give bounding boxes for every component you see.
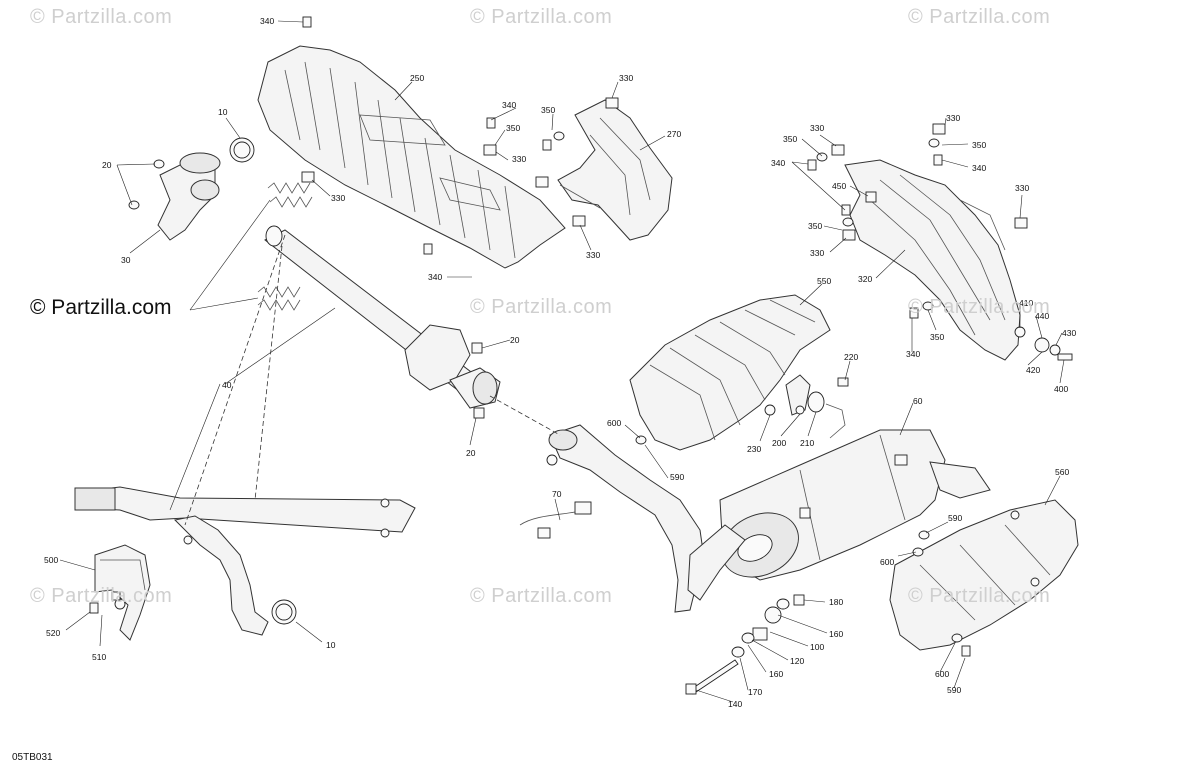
watermark: © Partzilla.com [908, 585, 1051, 607]
callout-340: 340 [972, 163, 986, 173]
callout-30: 30 [121, 255, 131, 265]
watermark: © Partzilla.com [30, 6, 173, 28]
callout-20: 20 [466, 448, 476, 458]
gasket-10-bottom[interactable] [271, 599, 297, 625]
callout-100: 100 [810, 642, 824, 652]
callout-330: 330 [331, 193, 345, 203]
callout-20: 20 [102, 160, 112, 170]
callout-350: 350 [541, 105, 555, 115]
callout-200: 200 [772, 438, 786, 448]
callout-170: 170 [748, 687, 762, 697]
exhaust-pipe-lower[interactable] [74, 486, 416, 636]
heat-shield-250[interactable] [257, 45, 566, 269]
callout-560: 560 [1055, 467, 1069, 477]
watermark: © Partzilla.com [470, 585, 613, 607]
callout-160: 160 [769, 669, 783, 679]
callout-430: 430 [1062, 328, 1076, 338]
oxygen-sensor-70[interactable] [519, 501, 592, 539]
watermark: © Partzilla.com [30, 585, 173, 607]
callout-340: 340 [771, 158, 785, 168]
heat-shield-320[interactable] [844, 159, 1021, 361]
exhaust-pipe-upper[interactable] [264, 225, 501, 409]
callout-40: 40 [222, 380, 232, 390]
callout-330: 330 [512, 154, 526, 164]
callout-350: 350 [506, 123, 520, 133]
callout-340: 340 [260, 16, 274, 26]
callout-590: 590 [670, 472, 684, 482]
callout-350: 350 [930, 332, 944, 342]
callout-230: 230 [747, 444, 761, 454]
leader-lines [59, 20, 1065, 703]
callout-520: 520 [46, 628, 60, 638]
watermark: © Partzilla.com [470, 296, 613, 318]
springs-top[interactable] [267, 182, 313, 208]
callout-340: 340 [906, 349, 920, 359]
callout-500: 500 [44, 555, 58, 565]
watermark: © Partzilla.com [908, 296, 1051, 318]
callout-160: 160 [829, 629, 843, 639]
callout-340: 340 [502, 100, 516, 110]
callout-510: 510 [92, 652, 106, 662]
exhaust-pipe-s-bend[interactable] [546, 424, 746, 613]
callout-330: 330 [810, 248, 824, 258]
callout-20: 20 [510, 335, 520, 345]
callout-350: 350 [972, 140, 986, 150]
callout-350: 350 [783, 134, 797, 144]
callout-330: 330 [810, 123, 824, 133]
heat-shield-550[interactable] [629, 294, 831, 451]
callout-330: 330 [946, 113, 960, 123]
callout-350: 350 [808, 221, 822, 231]
callout-70: 70 [552, 489, 562, 499]
gasket-10-top[interactable] [229, 137, 255, 163]
callout-420: 420 [1026, 365, 1040, 375]
callout-210: 210 [800, 438, 814, 448]
watermark: © Partzilla.com [908, 6, 1051, 28]
callout-550: 550 [817, 276, 831, 286]
callout-590: 590 [948, 513, 962, 523]
callout-180: 180 [829, 597, 843, 607]
watermark: © Partzilla.com [470, 6, 613, 28]
callout-330: 330 [586, 250, 600, 260]
callout-600: 600 [607, 418, 621, 428]
callout-330: 330 [619, 73, 633, 83]
callout-10: 10 [218, 107, 228, 117]
callout-590: 590 [947, 685, 961, 695]
callout-140: 140 [728, 699, 742, 709]
springs-bottom[interactable] [257, 286, 301, 311]
assembly-lines [184, 234, 561, 526]
callout-600: 600 [935, 669, 949, 679]
callout-60: 60 [913, 396, 923, 406]
callout-270: 270 [667, 129, 681, 139]
callout-labels: 340 250 330 340 350 350 330 270 10 20 30… [44, 16, 1076, 709]
main-watermark: © Partzilla.com [30, 296, 172, 319]
callout-120: 120 [790, 656, 804, 666]
hanger-assembly[interactable] [764, 374, 846, 439]
callout-410: 410 [1019, 298, 1033, 308]
bracket-500[interactable] [94, 544, 151, 641]
diagram-code: 05TB031 [12, 752, 53, 763]
callout-340: 340 [428, 272, 442, 282]
heat-shield-270[interactable] [557, 99, 673, 241]
callout-440: 440 [1035, 311, 1049, 321]
muffler-guard-560[interactable] [889, 499, 1079, 651]
callout-250: 250 [410, 73, 424, 83]
elbow-30[interactable] [157, 152, 221, 241]
callout-320: 320 [858, 274, 872, 284]
callout-400: 400 [1054, 384, 1068, 394]
callout-600: 600 [880, 557, 894, 567]
callout-220: 220 [844, 352, 858, 362]
callout-450: 450 [832, 181, 846, 191]
callout-10: 10 [326, 640, 336, 650]
callout-330: 330 [1015, 183, 1029, 193]
